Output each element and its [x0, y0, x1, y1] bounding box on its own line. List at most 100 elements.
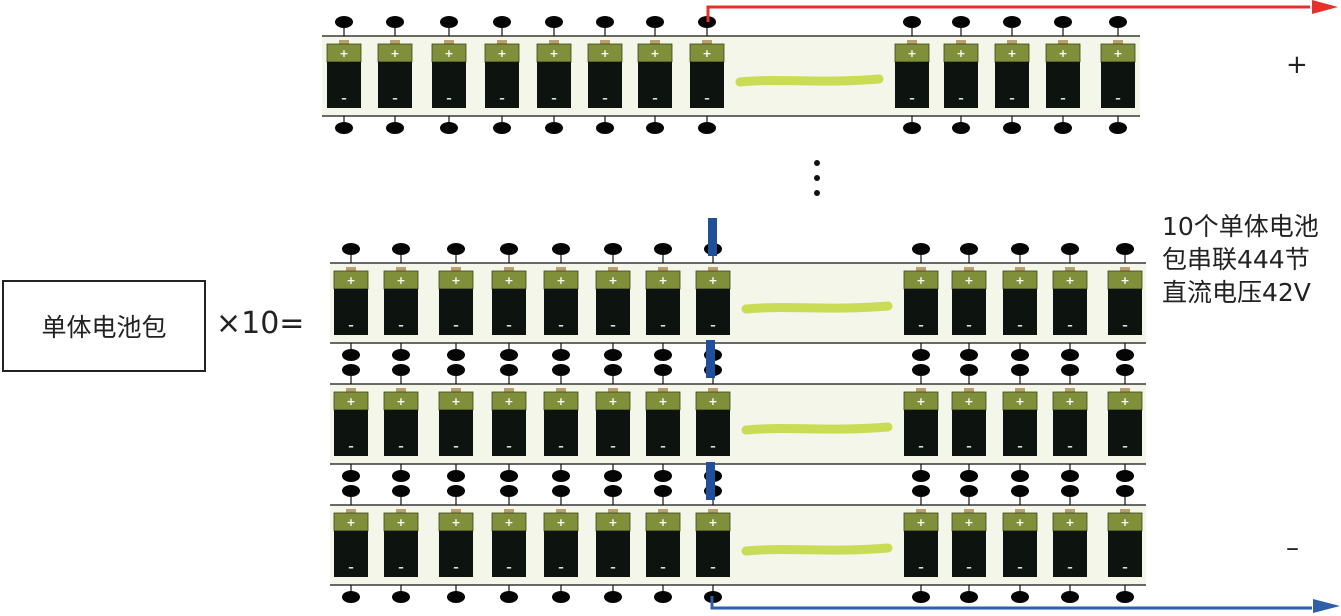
- cell-body: [596, 409, 630, 456]
- cell-minus-sign: –: [398, 561, 404, 574]
- bottom-connection-dot: [596, 122, 614, 134]
- top-connection-dot: [1011, 485, 1029, 497]
- cell-plus-sign: +: [1065, 274, 1074, 287]
- cell-terminal: [556, 509, 566, 514]
- cell-minus-sign: –: [453, 561, 459, 574]
- cell-plus-sign: +: [396, 395, 405, 408]
- cell-body: [492, 409, 526, 456]
- pack-description: 10个单体电池 包串联444节 直流电压42V: [1162, 210, 1338, 309]
- bottom-connection-dot: [1109, 122, 1127, 134]
- battery-cell: +–: [951, 364, 987, 482]
- top-connection-dot: [1011, 364, 1029, 376]
- cell-terminal: [1015, 388, 1025, 393]
- cell-minus-sign: –: [348, 561, 354, 574]
- leads-group: [706, 0, 1340, 613]
- cell-body: [995, 61, 1029, 108]
- top-connection-dot: [440, 16, 458, 28]
- bottom-connection-dot: [392, 349, 410, 361]
- cell-minus-sign: –: [341, 92, 347, 105]
- cell-body: [904, 288, 938, 335]
- cell-plus-sign: +: [504, 395, 513, 408]
- cell-terminal: [956, 40, 966, 45]
- positive-terminal-label: +: [1286, 50, 1308, 80]
- battery-cell: +–: [543, 364, 579, 482]
- cell-body: [1053, 409, 1087, 456]
- bottom-connection-dot: [552, 349, 570, 361]
- top-connection-dot: [912, 485, 930, 497]
- cell-minus-sign: –: [1067, 319, 1073, 332]
- top-connection-dot: [960, 364, 978, 376]
- cell-minus-sign: –: [1017, 561, 1023, 574]
- cell-minus-sign: –: [558, 561, 564, 574]
- cell-terminal: [964, 267, 974, 272]
- cell-terminal: [1007, 40, 1017, 45]
- bottom-connection-dot: [500, 470, 518, 482]
- bottom-connection-dot: [1116, 470, 1134, 482]
- bottom-connection-dot: [1003, 122, 1021, 134]
- cell-terminal: [1058, 40, 1068, 45]
- cell-body: [492, 530, 526, 577]
- cell-plus-sign: +: [1120, 516, 1129, 529]
- cell-plus-sign: +: [339, 47, 348, 60]
- cell-body: [1003, 288, 1037, 335]
- cell-plus-sign: +: [396, 516, 405, 529]
- bottom-connection-dot: [1061, 349, 1079, 361]
- battery-cell: +–: [438, 485, 474, 603]
- cell-plus-sign: +: [600, 47, 609, 60]
- battery-cell: +–: [595, 485, 631, 603]
- cell-terminal: [708, 388, 718, 393]
- bottom-connection-dot: [960, 591, 978, 603]
- cell-plus-sign: +: [608, 516, 617, 529]
- cell-body: [904, 409, 938, 456]
- series-link: [706, 340, 715, 378]
- cell-terminal: [964, 509, 974, 514]
- cell-terminal: [1065, 388, 1075, 393]
- battery-pack-group: +–+–+–+–+–+–+–+–+–+–+–+–+–+–+–+–+–+–+–+–…: [322, 16, 1146, 603]
- bottom-connection-dot: [1011, 349, 1029, 361]
- cell-body: [646, 288, 680, 335]
- bottom-connection-dot: [392, 591, 410, 603]
- description-line: 直流电压42V: [1162, 278, 1311, 307]
- cell-minus-sign: –: [652, 92, 658, 105]
- bottom-connection-dot: [500, 349, 518, 361]
- battery-cell: +–: [383, 364, 419, 482]
- cell-body: [1053, 288, 1087, 335]
- cell-terminal: [708, 267, 718, 272]
- cell-minus-sign: –: [918, 561, 924, 574]
- cell-terminal: [658, 509, 668, 514]
- battery-cell: +–: [1107, 364, 1143, 482]
- cell-plus-sign: +: [608, 395, 617, 408]
- battery-pack-row: +–+–+–+–+–+–+–+–+–+–+–+–+–: [330, 485, 1146, 603]
- cell-terminal: [451, 267, 461, 272]
- bottom-connection-dot: [952, 122, 970, 134]
- cell-terminal: [504, 267, 514, 272]
- cell-body: [895, 61, 929, 108]
- cell-plus-sign: +: [907, 47, 916, 60]
- negative-lead-wire: [710, 596, 1312, 610]
- cell-plus-sign: +: [1015, 395, 1024, 408]
- cell-terminal: [650, 40, 660, 45]
- battery-cell: +–: [1107, 485, 1143, 603]
- cell-terminal: [658, 267, 668, 272]
- cell-body: [334, 530, 368, 577]
- cell-minus-sign: –: [1067, 561, 1073, 574]
- battery-cell: +–: [1052, 364, 1088, 482]
- cell-plus-sign: +: [451, 516, 460, 529]
- cell-body: [439, 530, 473, 577]
- battery-cell: +–: [943, 16, 979, 134]
- cell-minus-sign: –: [918, 440, 924, 453]
- omitted-cells-bar: [741, 543, 893, 556]
- top-connection-dot: [386, 16, 404, 28]
- cell-body: [596, 288, 630, 335]
- top-connection-dot: [447, 364, 465, 376]
- cell-plus-sign: +: [916, 395, 925, 408]
- cell-minus-sign: –: [499, 92, 505, 105]
- cell-plus-sign: +: [1015, 274, 1024, 287]
- cell-body: [904, 530, 938, 577]
- battery-cell: +–: [491, 485, 527, 603]
- cell-body: [696, 288, 730, 335]
- bottom-connection-dot: [1011, 591, 1029, 603]
- top-connection-dot: [342, 364, 360, 376]
- bottom-connection-dot: [342, 349, 360, 361]
- top-connection-dot: [903, 16, 921, 28]
